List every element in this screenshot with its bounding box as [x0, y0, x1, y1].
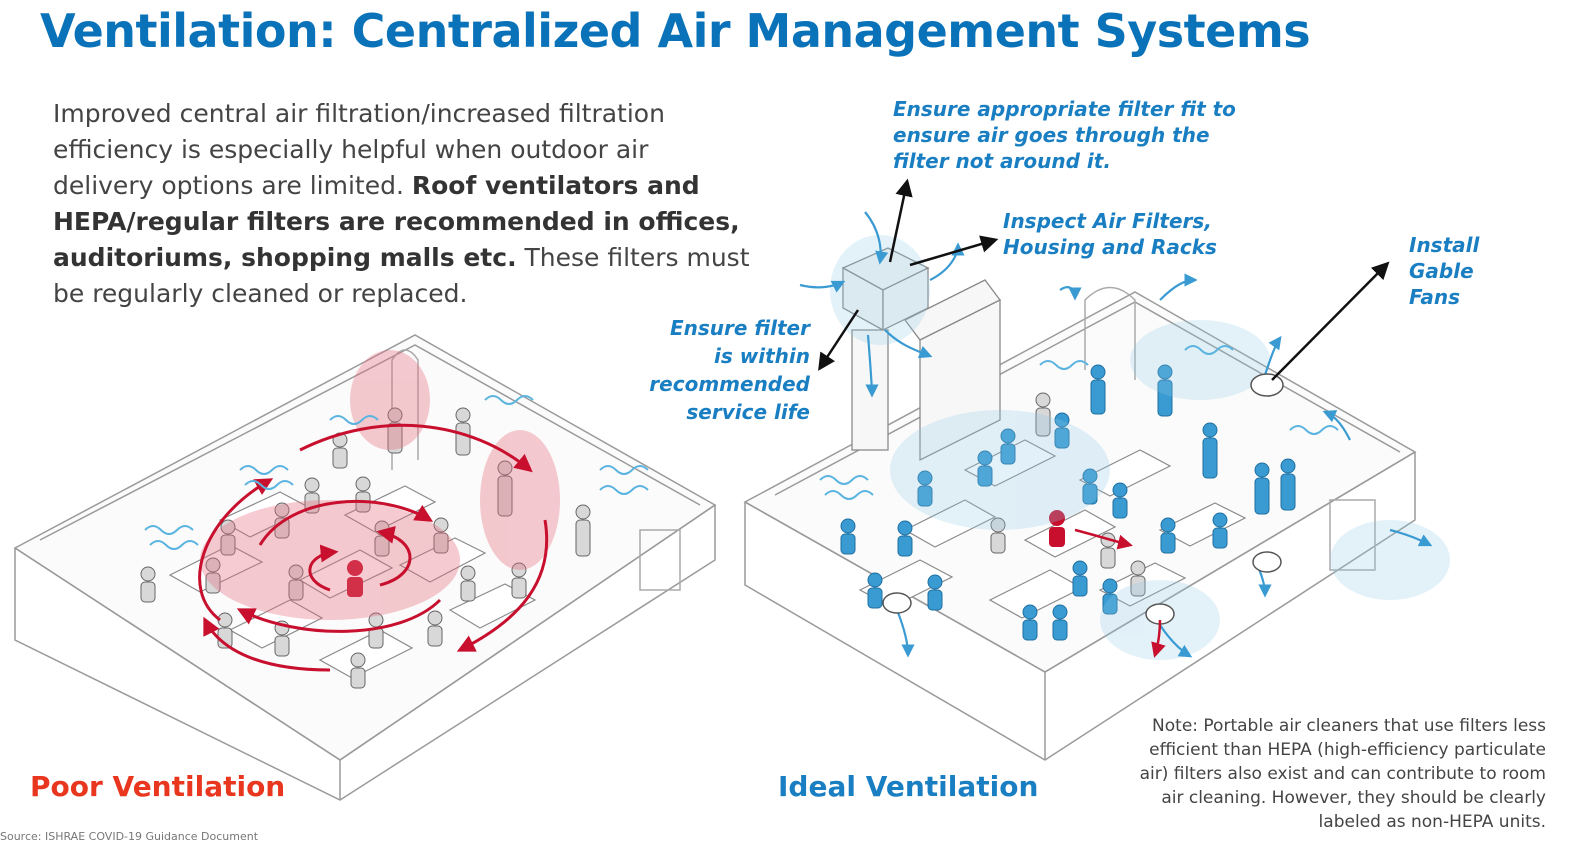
callout-gable-fans: Install Gable Fans: [1409, 233, 1480, 309]
poor-room-people: [140, 407, 591, 689]
callout-arrows: [818, 178, 1390, 381]
callout-inspect-filters: Inspect Air Filters, Housing and Racks: [1003, 209, 1217, 259]
portable-cleaner-note: Note: Portable air cleaners that use fil…: [1139, 716, 1546, 832]
ideal-room-people: [840, 364, 1296, 641]
callout-service-life: Ensure filter is within recommended serv…: [649, 316, 810, 424]
intro-text-2: These filters must be regularly cleaned …: [53, 243, 750, 308]
air-handler-unit: [841, 247, 1001, 462]
intro-paragraph: Improved central air filtration/increase…: [53, 96, 753, 312]
ideal-ventilation-label: Ideal Ventilation: [778, 770, 1039, 803]
intro-text-1: Improved central air filtration/increase…: [53, 99, 665, 200]
poor-room-window-drafts: [144, 395, 649, 550]
intro-text-bold: Roof ventilators and HEPA/regular filter…: [53, 171, 740, 272]
poor-ventilation-label: Poor Ventilation: [30, 770, 286, 803]
ideal-room-clean-air-mist: [830, 235, 1450, 660]
poor-room-infected-person: [347, 560, 363, 597]
source-footnote: Source: ISHRAE COVID-19 Guidance Documen…: [0, 830, 259, 843]
callout-filter-fit: Ensure appropriate filter fit to ensure …: [893, 97, 1236, 173]
gable-fan-icon: [882, 373, 1284, 625]
ideal-room-grey-people: [990, 392, 1146, 597]
ideal-room-window-drafts: [819, 345, 1339, 500]
page-title: Ventilation: Centralized Air Management …: [40, 4, 1311, 58]
poor-ventilation-room: [13, 334, 717, 801]
ideal-room-infected-person: [1049, 510, 1065, 547]
ideal-room-red-arrows: [1074, 528, 1166, 658]
poor-room-circulation-arrows: [198, 423, 549, 672]
